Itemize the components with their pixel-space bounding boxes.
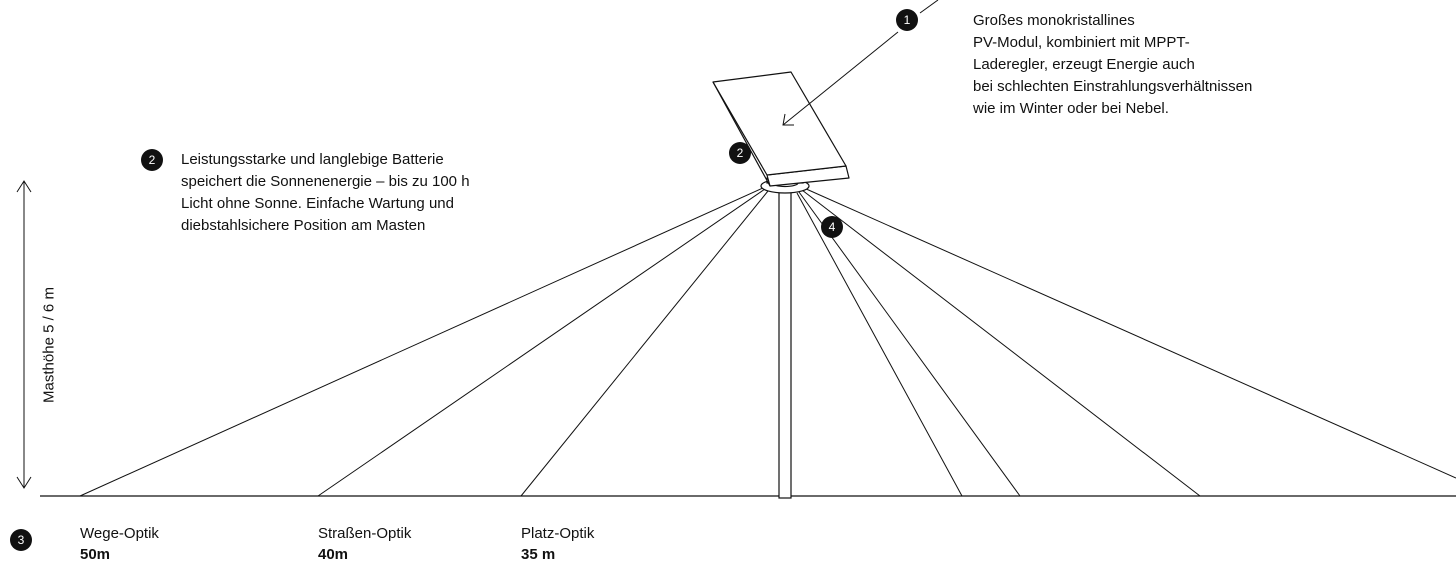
callout-4-badge: 4 <box>821 216 843 238</box>
optic-wege-distance: 50m <box>80 546 111 563</box>
callout-2-text: Leistungsstarke und langlebige Batterie … <box>181 151 470 234</box>
mast-height-label: Masthöhe 5 / 6 m <box>40 287 58 403</box>
optic-wege-name: Wege-Optik <box>80 525 159 542</box>
callout-1-badge: 1 <box>896 9 918 31</box>
optic-strassen-name: Straßen-Optik <box>318 525 412 542</box>
optic-platz-distance: 35 m <box>521 546 556 563</box>
callout-2-badge: 2 <box>141 149 163 171</box>
callout-1-leader <box>782 0 939 126</box>
mast <box>778 185 792 499</box>
optic-platz-name: Platz-Optik <box>521 525 595 542</box>
mast-height-arrow <box>16 180 32 489</box>
callout-1-text: Großes monokristallines PV-Modul, kombin… <box>973 12 1253 117</box>
callout-3-badge: 3 <box>10 529 32 551</box>
optic-strassen-distance: 40m <box>318 546 349 563</box>
pv-module <box>712 71 850 187</box>
light-beams <box>79 187 1456 497</box>
battery-badge: 2 <box>729 142 751 164</box>
